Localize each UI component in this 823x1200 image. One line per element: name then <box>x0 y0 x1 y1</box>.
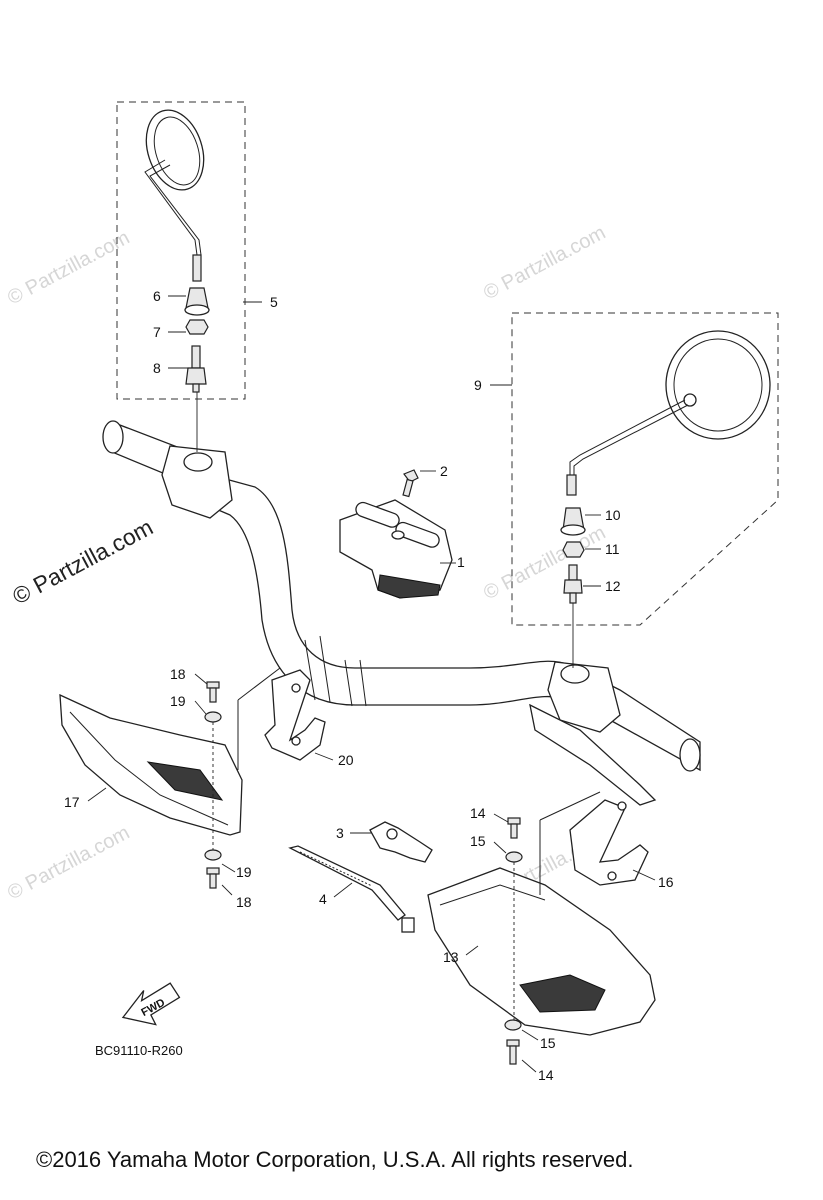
handlebar-cover-1 <box>339 499 453 599</box>
mirror-group-right-box <box>511 312 779 626</box>
callout-4: 4 <box>319 891 327 907</box>
mirror-group-left-box <box>116 101 246 400</box>
screw-18-top <box>206 681 220 703</box>
copyright-notice: ©2016 Yamaha Motor Corporation, U.S.A. A… <box>36 1147 633 1172</box>
washer-15-bottom <box>504 1019 522 1031</box>
screw-2 <box>402 469 419 498</box>
clamp-3 <box>369 821 433 863</box>
bolt-left-8 <box>185 345 207 393</box>
leader-lines <box>87 295 656 1073</box>
callout-14a: 14 <box>470 805 486 821</box>
handguard-right-13 <box>427 867 656 1036</box>
callout-20: 20 <box>338 752 354 768</box>
drawing-code: BC91110-R260 <box>95 1043 183 1058</box>
screw-18-bottom <box>206 867 220 889</box>
callout-17: 17 <box>64 794 80 810</box>
callout-12: 12 <box>605 578 621 594</box>
mirror-adapter-left-6 <box>184 287 210 316</box>
mirror-adapter-right-10 <box>560 507 586 536</box>
callout-2: 2 <box>440 463 448 479</box>
screw-14-bottom <box>506 1039 520 1065</box>
callout-11: 11 <box>605 541 620 557</box>
screw-14-top <box>507 817 521 839</box>
callout-18a: 18 <box>170 666 186 682</box>
callout-14b: 14 <box>538 1067 554 1083</box>
handguard-bracket-left-20 <box>237 667 326 770</box>
callout-labels: 1 2 3 4 5 6 7 8 9 10 11 12 13 14 14 15 1… <box>64 288 674 1083</box>
washer-19-top <box>204 711 222 723</box>
callout-19b: 19 <box>236 864 252 880</box>
callout-3: 3 <box>336 825 344 841</box>
nut-left-7 <box>185 319 209 335</box>
callout-10: 10 <box>605 507 621 523</box>
callout-18b: 18 <box>236 894 252 910</box>
washer-15-top <box>505 851 523 863</box>
fwd-arrow-icon: FWD <box>121 982 181 1026</box>
callout-19a: 19 <box>170 693 186 709</box>
callout-5: 5 <box>270 294 278 310</box>
mirror-right <box>566 330 771 496</box>
callout-15a: 15 <box>470 833 486 849</box>
callout-6: 6 <box>153 288 161 304</box>
washer-19-bottom <box>204 849 222 861</box>
watermark-text: © Partzilla.com <box>480 522 609 605</box>
cable-tie-4 <box>288 845 415 933</box>
handguard-left-17 <box>59 693 243 836</box>
watermark-text: © Partzilla.com <box>8 514 157 610</box>
nut-right-11 <box>562 541 585 558</box>
watermark-text: © Partzilla.com <box>4 227 133 310</box>
handlebar <box>102 420 701 806</box>
callout-7: 7 <box>153 324 161 340</box>
callout-9: 9 <box>474 377 482 393</box>
watermark-text: © Partzilla.com <box>4 822 133 905</box>
callout-16: 16 <box>658 874 674 890</box>
watermarks: © Partzilla.com © Partzilla.com © Partzi… <box>4 222 609 910</box>
watermark-text: © Partzilla.com <box>480 222 609 305</box>
handguard-bracket-right-16 <box>539 791 649 895</box>
callout-15b: 15 <box>540 1035 556 1051</box>
mirror-left <box>144 109 205 282</box>
callout-1: 1 <box>457 554 465 570</box>
callout-13: 13 <box>443 949 459 965</box>
callout-8: 8 <box>153 360 161 376</box>
bolt-right-12 <box>563 564 583 604</box>
